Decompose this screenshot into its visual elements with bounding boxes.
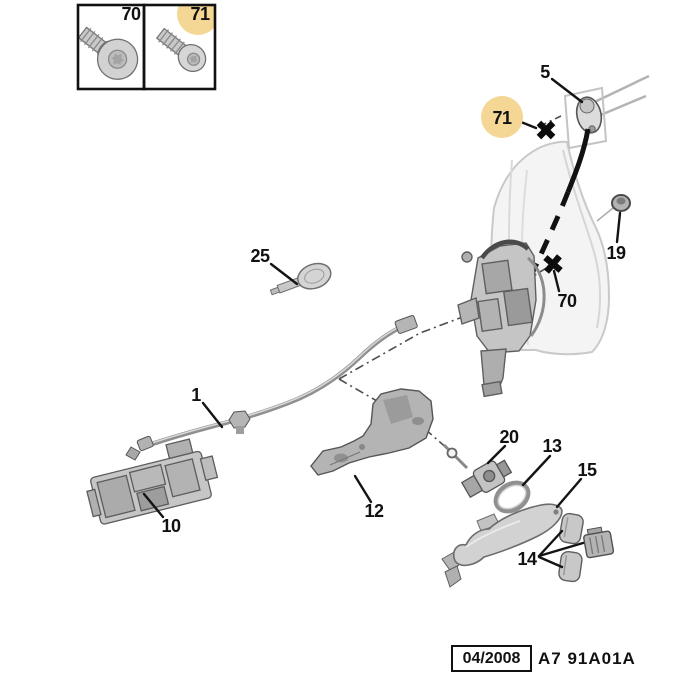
callout-13: 13 bbox=[542, 436, 562, 456]
lock-cylinder-part-20 bbox=[442, 443, 513, 499]
legend-box-71 bbox=[142, 3, 217, 91]
grommet-part-19 bbox=[596, 194, 631, 222]
callout-71-highlight bbox=[481, 96, 523, 138]
footer-date: 04/2008 bbox=[462, 649, 521, 667]
legend-label-71: 71 bbox=[190, 4, 210, 24]
end-caps-part-14 bbox=[558, 512, 615, 583]
control-cable-part-1 bbox=[125, 315, 418, 461]
callout-12: 12 bbox=[364, 501, 384, 521]
callout-14: 14 bbox=[517, 549, 537, 569]
legend-label-70: 70 bbox=[121, 4, 141, 24]
callout-15: 15 bbox=[577, 460, 597, 480]
screw-marker-71-icon bbox=[536, 120, 556, 140]
footer-date-box: 04/2008 bbox=[451, 645, 532, 672]
key-blank-part-25 bbox=[269, 262, 332, 296]
footer-code: A7 91A01A bbox=[538, 648, 636, 668]
lock-module-part-10 bbox=[86, 438, 219, 525]
callout-19: 19 bbox=[606, 243, 626, 263]
callout-20: 20 bbox=[499, 427, 519, 447]
callout-1: 1 bbox=[191, 385, 201, 405]
leader-lines bbox=[142, 77, 622, 569]
callout-25: 25 bbox=[250, 246, 270, 266]
legend-highlight-71 bbox=[177, 5, 215, 35]
handle-support-part-12 bbox=[310, 388, 434, 476]
latch-assembly bbox=[457, 239, 546, 398]
exterior-handle-part-15 bbox=[441, 503, 563, 588]
gasket-part-13 bbox=[493, 480, 531, 514]
connector-part-14 bbox=[583, 526, 615, 559]
callout-71: 71 bbox=[492, 108, 512, 128]
callout-10: 10 bbox=[161, 516, 181, 536]
callout-70: 70 bbox=[557, 291, 577, 311]
screw-marker-70-icon bbox=[543, 254, 563, 274]
striker-part-5 bbox=[563, 86, 608, 150]
legend-screw-71 bbox=[155, 27, 207, 73]
callout-5: 5 bbox=[540, 62, 550, 82]
legend-screw-70 bbox=[77, 26, 139, 80]
